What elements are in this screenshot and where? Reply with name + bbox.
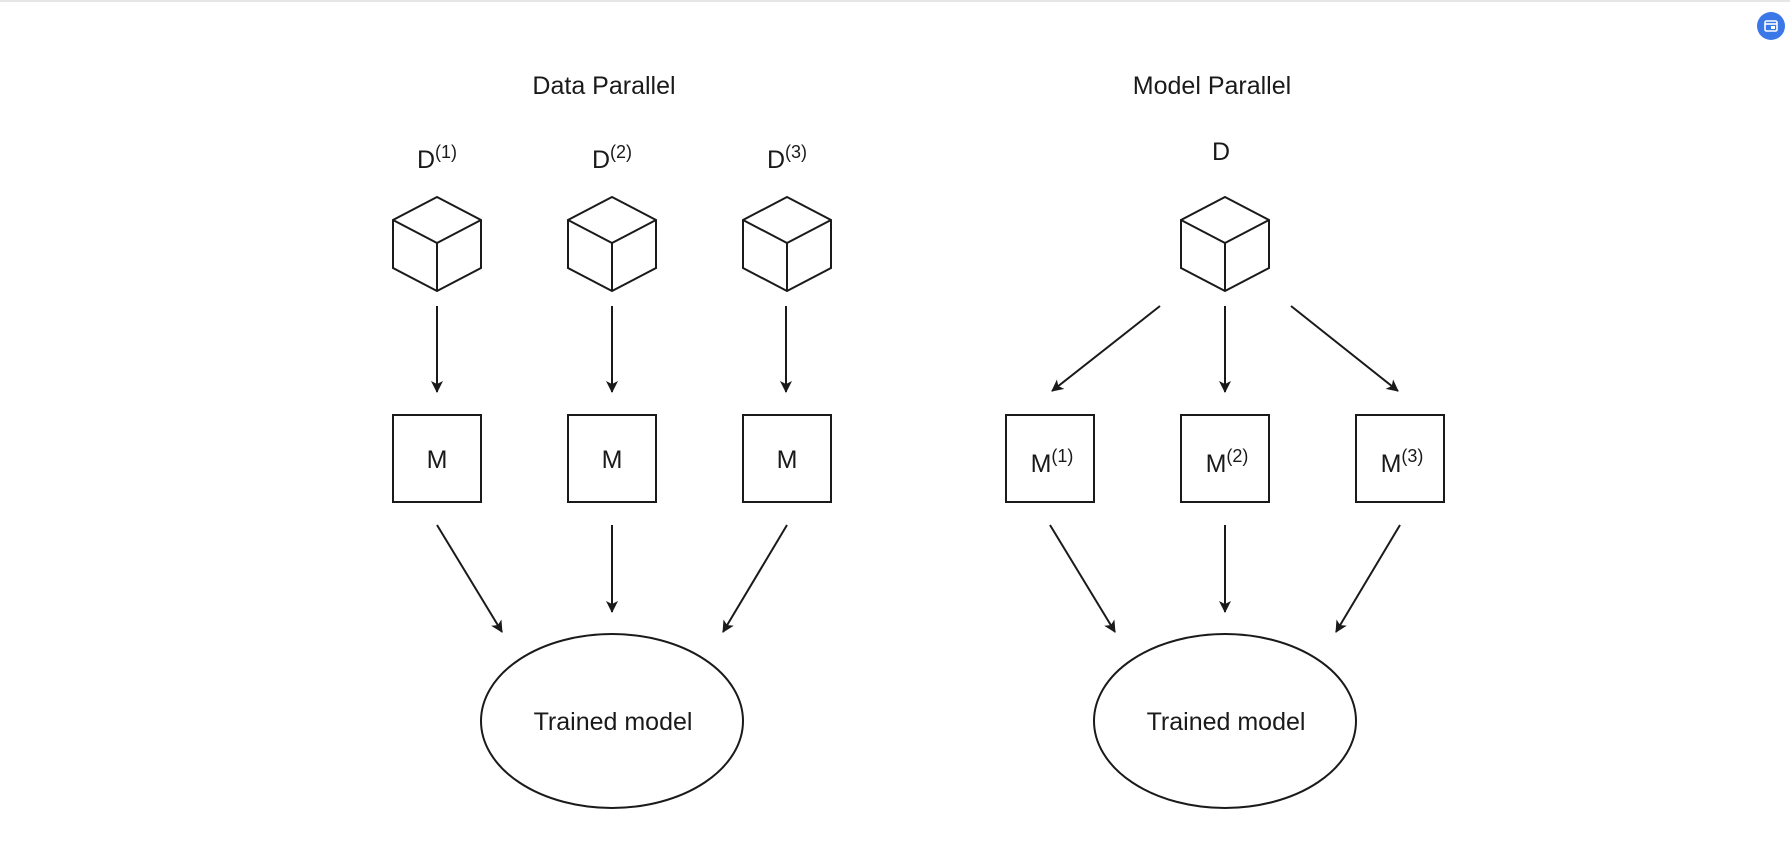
model-parallel-title: Model Parallel [1133,72,1291,100]
arrow-model-to-output [1049,524,1116,633]
dataset-label-2: D(2) [592,142,632,174]
arrow-model-to-output [1335,524,1401,633]
model-label-2: M(2) [1206,446,1249,478]
model-box-3 [1355,414,1445,503]
dataset-label: D [1212,138,1230,166]
model-box-1 [392,414,482,503]
cube-icon [742,195,832,293]
dataset-label-1: D(1) [417,142,457,174]
cube-icon [1180,195,1270,293]
model-box-2 [567,414,657,503]
arrow-model-to-output [722,524,788,633]
trained-model-label: Trained model [1147,708,1306,736]
model-label-1: M(1) [1031,446,1074,478]
model-label-3: M(3) [1381,446,1424,478]
data-parallel-panel: Data Parallel D(1) D(2) D(3) [392,72,832,809]
top-divider [0,0,1790,2]
window-icon [1764,20,1778,32]
arrow-dataset-to-model [1051,305,1161,392]
window-button[interactable] [1757,12,1785,40]
model-box-1 [1005,414,1095,503]
cube-icon [567,195,657,293]
data-parallel-title: Data Parallel [532,72,675,100]
cube-icon [392,195,482,293]
model-box-2 [1180,414,1270,503]
model-label-1: M [427,446,448,474]
model-box-3 [742,414,832,503]
model-parallel-panel: Model Parallel D M(1) M(2) M(3) Trained … [1005,72,1445,809]
arrow-dataset-to-model [1290,305,1399,392]
trained-model-node [480,633,744,809]
arrow-model-to-output [436,524,503,633]
trained-model-node [1093,633,1357,809]
model-label-2: M [602,446,623,474]
trained-model-label: Trained model [534,708,693,736]
dataset-label-3: D(3) [767,142,807,174]
model-label-3: M [777,446,798,474]
